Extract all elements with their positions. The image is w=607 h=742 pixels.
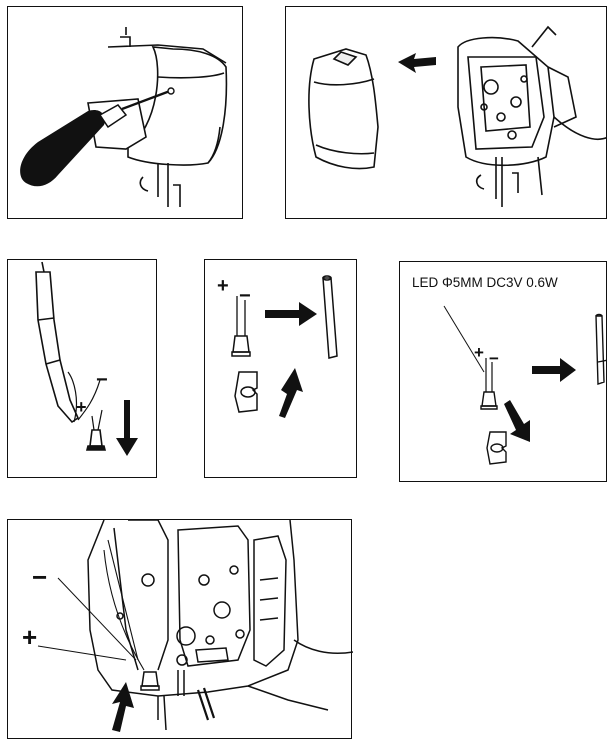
screwdriver-illustration xyxy=(20,27,228,207)
plus-label: + xyxy=(217,275,229,297)
minus-label: − xyxy=(32,562,48,592)
plus-label: + xyxy=(22,622,38,652)
panel-remove-cover xyxy=(285,6,607,219)
led-bulb xyxy=(232,335,250,353)
arrow-up-icon xyxy=(279,368,303,418)
arrow-up-icon xyxy=(112,682,134,732)
soldering-iron-illustration xyxy=(35,261,138,456)
arrow-down-icon xyxy=(116,400,138,456)
socket-housing xyxy=(234,371,258,413)
face-cover xyxy=(308,48,379,170)
panel-desolder-led: − + xyxy=(7,259,157,478)
minus-label: − xyxy=(489,349,499,368)
arrow-down-right-icon xyxy=(504,400,530,442)
led-spec-illustration xyxy=(443,305,607,465)
panel-install-led: − + xyxy=(7,519,353,739)
plus-label: + xyxy=(76,397,87,417)
led-spec-label: LED Φ5MM DC3V 0.6W xyxy=(412,275,558,290)
screwdriver-icon xyxy=(20,87,175,187)
install-led-illustration xyxy=(37,520,353,732)
arrow-right-icon xyxy=(265,302,317,326)
plus-label: + xyxy=(474,343,484,362)
arrow-right-icon xyxy=(532,358,576,382)
light-guide xyxy=(322,277,338,359)
led-socket-illustration xyxy=(231,275,338,418)
minus-label: − xyxy=(96,369,108,391)
minus-label: − xyxy=(239,285,251,307)
arrow-left-icon xyxy=(398,53,436,73)
soldering-iron-icon xyxy=(35,271,80,424)
cover-removal-illustration xyxy=(308,25,607,207)
panel-led-spec: LED Φ5MM DC3V 0.6W + − xyxy=(399,261,607,482)
panel-led-replace: + − xyxy=(204,259,357,478)
panel-remove-screw xyxy=(7,6,243,219)
